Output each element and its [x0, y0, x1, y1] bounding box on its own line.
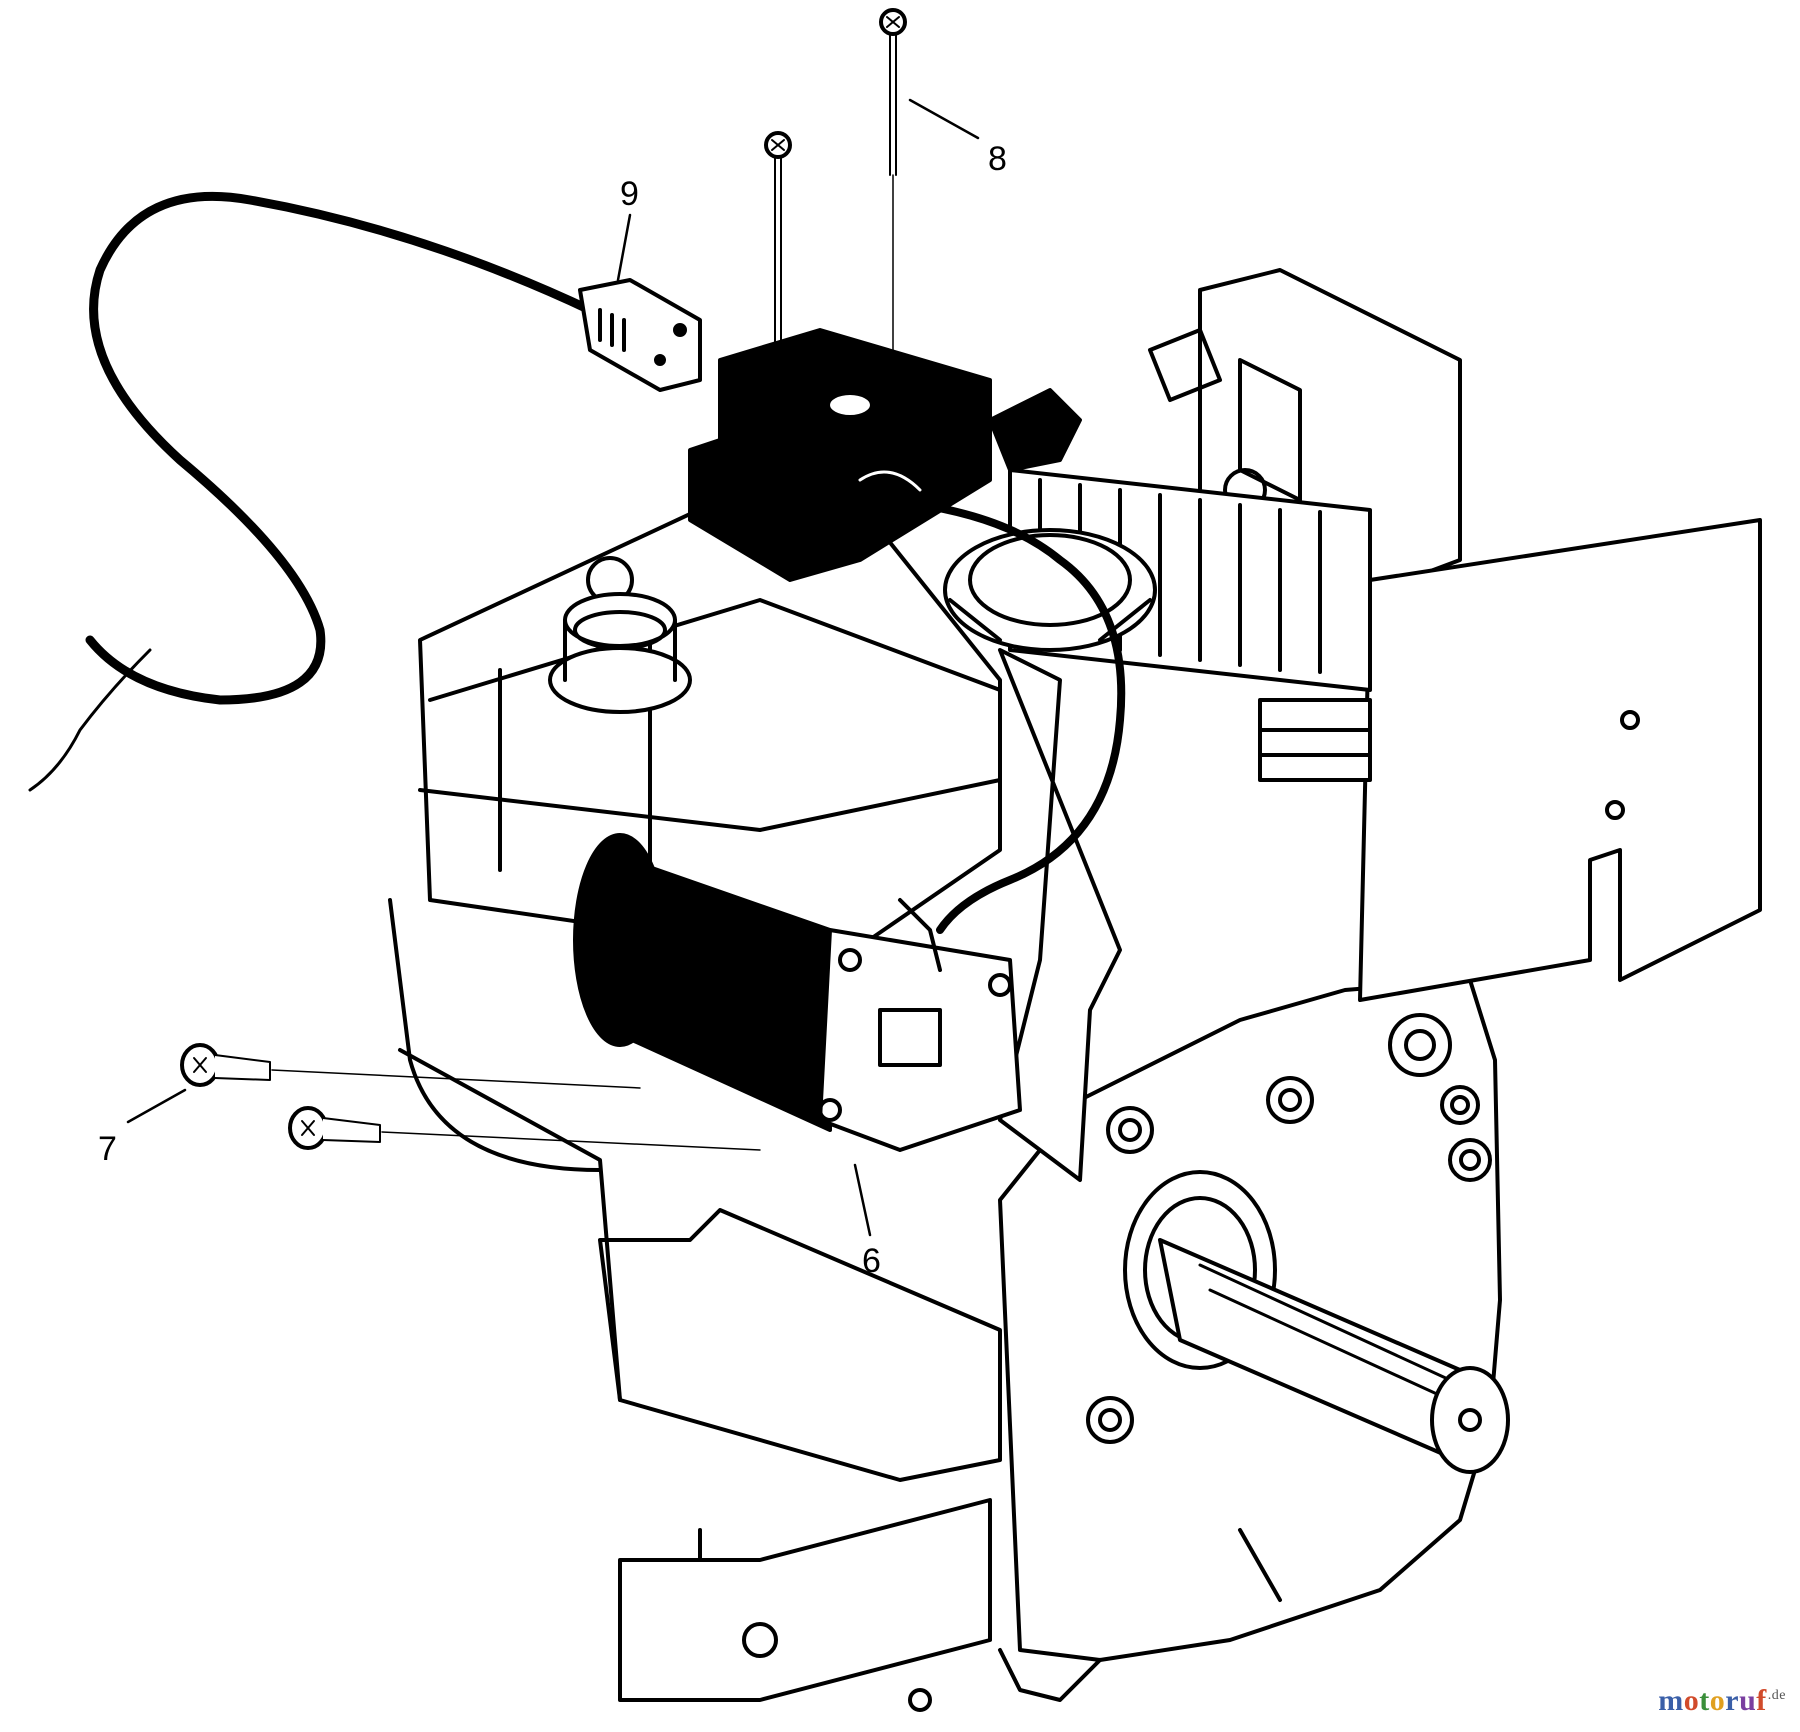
callout-6: 6 — [862, 1242, 881, 1280]
leader-9 — [616, 213, 632, 282]
crankshaft — [1123, 1170, 1510, 1474]
leader-6 — [853, 1163, 872, 1237]
wm-letter: t — [1699, 1684, 1710, 1717]
engine-shroud — [1358, 518, 1762, 1002]
callout-7: 7 — [98, 1130, 117, 1168]
power-cord — [85, 191, 595, 705]
screw-7-upper — [180, 1043, 641, 1089]
wm-letter: r — [1725, 1684, 1740, 1717]
starter-wire — [876, 496, 1126, 934]
wm-tld: .de — [1767, 1688, 1786, 1703]
callout-8: 8 — [988, 140, 1007, 178]
watermark-logo: motoruf.de — [1658, 1684, 1786, 1718]
starter-switch-box — [688, 328, 1082, 582]
oil-fill-tube — [943, 528, 1157, 1182]
wm-letter: u — [1739, 1684, 1757, 1717]
engine-mount — [388, 898, 1002, 1712]
cord-end — [28, 648, 152, 792]
screw-7-lower — [288, 1106, 761, 1151]
electric-starter-motor — [573, 833, 1022, 1152]
leader-8 — [908, 98, 980, 140]
screw-8-right — [879, 8, 907, 351]
wm-letter: f — [1756, 1684, 1767, 1717]
screw-8-left — [764, 131, 792, 491]
power-cord-plug — [578, 278, 702, 392]
wm-letter: m — [1658, 1684, 1684, 1717]
fuel-cap — [548, 592, 692, 714]
leader-7 — [126, 1088, 187, 1124]
callout-9: 9 — [620, 175, 639, 213]
wm-letter: o — [1683, 1684, 1700, 1717]
wm-letter: o — [1709, 1684, 1726, 1717]
